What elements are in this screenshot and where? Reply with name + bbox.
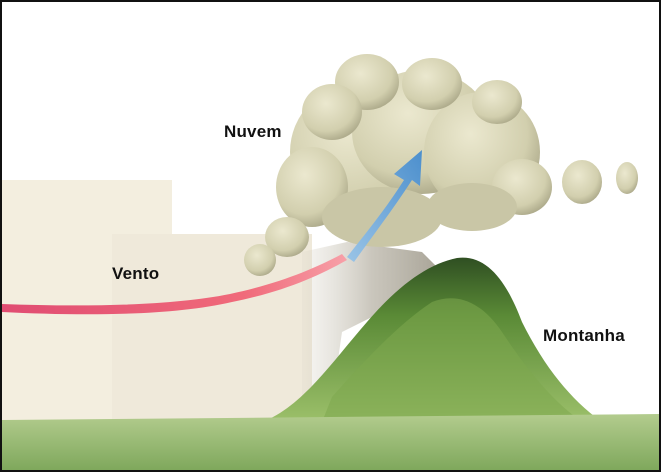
haze-band-lower bbox=[112, 234, 312, 420]
cloud-label: Nuvem bbox=[224, 122, 282, 142]
wind-label: Vento bbox=[112, 264, 159, 284]
ground bbox=[2, 414, 659, 470]
mountain-label: Montanha bbox=[543, 326, 625, 346]
cloud bbox=[244, 54, 638, 276]
